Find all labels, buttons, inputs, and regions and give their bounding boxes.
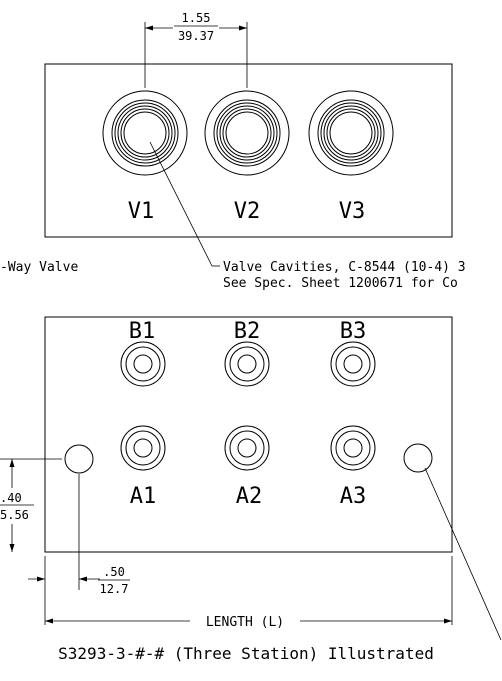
length-dim-arrow-right [444,618,452,624]
valve-label-v3: V3 [339,199,366,224]
height-dim-arrow-top [9,459,15,467]
offset-dim-mm: 12.7 [100,582,129,596]
height-dim-mm: 5.56 [0,508,29,522]
port-b3 [330,341,376,387]
mounting-hole-right [403,443,433,473]
port-label-a2: A2 [236,484,263,509]
height-dim-arrow-bottom [9,544,15,552]
valve-cavity-v3 [308,90,394,176]
dim-arrow-left [145,25,153,31]
bottom-view: B1 B2 B3 [0,316,502,663]
port-label-b2: B2 [234,319,261,344]
cavity-note-line2: See Spec. Sheet 1200671 for Co [223,276,458,291]
top-view: 1.55 39.37 V1 [0,11,466,291]
port-label-b3: B3 [340,319,367,344]
port-label-a1: A1 [130,484,157,509]
port-a1 [120,425,166,471]
port-label-b1: B1 [129,319,156,344]
cavity-leader-line [149,141,213,267]
drawing-caption: S3293-3-#-# (Three Station) Illustrated [58,644,434,663]
mounting-hole-leader [424,467,502,641]
cavity-note-line1: Valve Cavities, C-8544 (10-4) 3 [223,260,466,275]
dim-spacing-inches: 1.55 [182,11,211,25]
height-dim-inches: .40 [0,491,22,505]
mounting-hole-left [64,444,94,474]
port-label-a3: A3 [340,484,367,509]
valve-cavity-v2 [204,90,290,176]
port-a3 [330,425,376,471]
valve-label-v1: V1 [128,199,155,224]
port-b1 [120,341,166,387]
offset-dim-arrow-left [37,576,45,582]
valve-cavity-v1 [102,90,188,176]
valve-label-v2: V2 [234,199,261,224]
offset-dim-inches: .50 [103,565,125,579]
valve-type-note: -Way Valve [0,260,78,275]
dim-arrow-right [239,25,247,31]
length-dim-arrow-left [45,618,53,624]
port-b2 [224,341,270,387]
offset-dim-arrow-right [79,576,87,582]
top-view-outline [44,63,453,238]
length-label: LENGTH (L) [206,615,284,630]
dim-spacing-mm: 39.37 [178,29,214,43]
bottom-view-outline [44,316,453,553]
port-a2 [224,425,270,471]
